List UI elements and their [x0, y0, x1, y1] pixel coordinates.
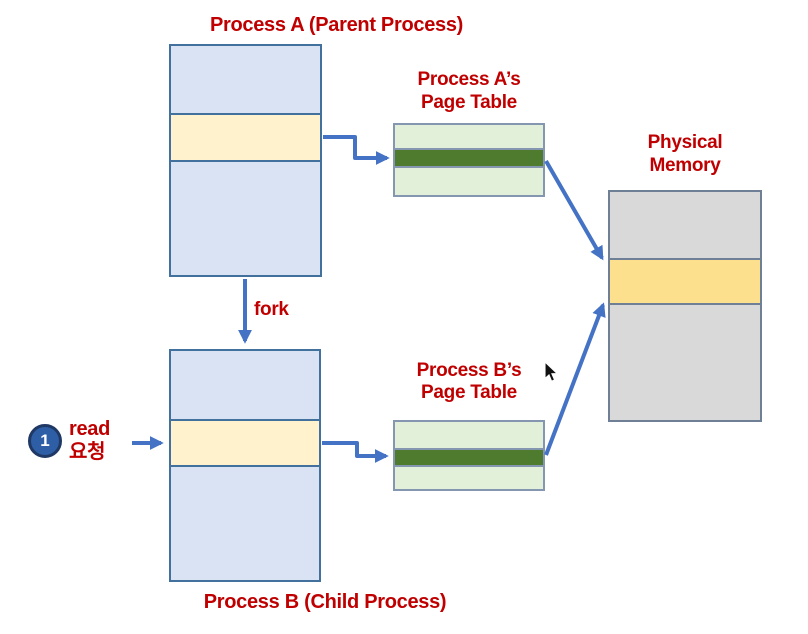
read-request-line2: 요청: [69, 441, 106, 463]
mouse-cursor-icon: [544, 361, 559, 382]
fork-label: fork: [254, 299, 289, 320]
page-table-b-title-line1: Process B’s: [416, 360, 522, 381]
arrow-page-table-b-to-physical-memory: [544, 302, 606, 456]
step-1-number: 1: [40, 431, 50, 450]
page-table-b-title: Process B’s Page Table: [393, 360, 545, 404]
physical-memory-shared-frame-row: [610, 258, 760, 305]
page-table-a-title-line1: Process A’s: [417, 69, 521, 90]
page-table-b-box: [393, 420, 545, 491]
page-table-a-title: Process A’s Page Table: [393, 68, 545, 114]
process-a-shared-page-row: [171, 113, 320, 162]
physical-memory-title: Physical Memory: [608, 131, 762, 177]
process-a-box: [169, 44, 322, 277]
page-table-b-entry-row: [395, 448, 543, 467]
process-b-shared-page-row: [171, 419, 319, 467]
page-table-a-box: [393, 123, 545, 197]
process-b-box: [169, 349, 321, 582]
arrow-page-table-a-to-physical-memory: [544, 160, 604, 261]
read-request-line1: read: [69, 418, 111, 440]
page-table-b-title-line2: Page Table: [421, 382, 517, 403]
physical-memory-box: [608, 190, 762, 422]
page-table-a-title-line2: Page Table: [421, 92, 517, 113]
process-a-title: Process A (Parent Process): [209, 14, 464, 36]
page-table-a-entry-row: [395, 148, 543, 168]
read-request-label: read 요청: [69, 418, 110, 464]
process-b-title: Process B (Child Process): [203, 591, 447, 613]
physical-memory-title-line1: Physical: [647, 132, 723, 153]
arrow-process-a-to-page-table-a: [323, 135, 390, 165]
physical-memory-title-line2: Memory: [649, 155, 721, 176]
arrow-process-b-to-page-table-b: [322, 441, 389, 463]
step-1-badge: 1: [28, 424, 62, 458]
